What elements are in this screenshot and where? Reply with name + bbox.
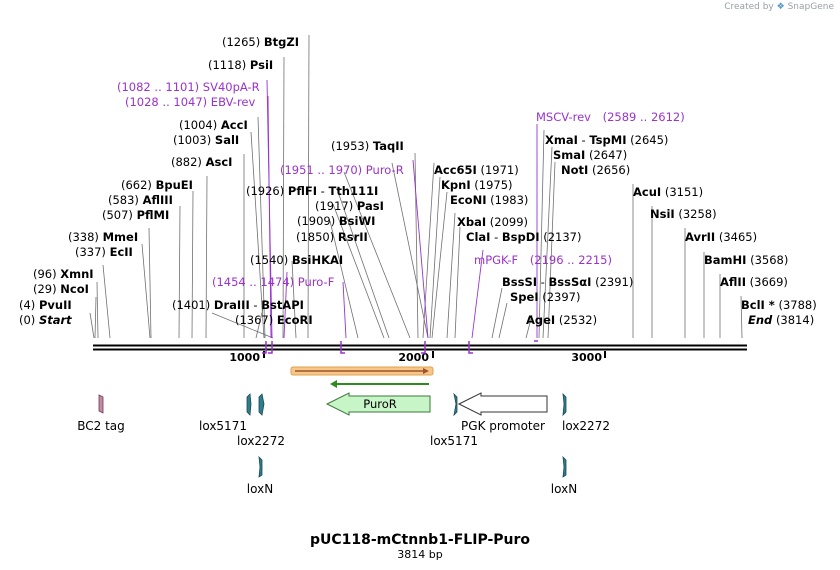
- dna-backbone: [93, 344, 747, 351]
- enzyme-nsii[interactable]: NsiI (3258): [650, 207, 717, 221]
- enzyme-sali[interactable]: (1003) SalI: [173, 133, 239, 147]
- enzyme-bpuei[interactable]: (662) BpuEI: [121, 178, 193, 192]
- puror-label: PuroR: [363, 397, 397, 411]
- enzyme-bcli[interactable]: BclI * (3788): [741, 298, 817, 312]
- feature-labels: BC2 tag lox5171 lox2272 lox5171 PGK prom…: [77, 419, 610, 496]
- enzyme-mmei[interactable]: (338) MmeI: [68, 230, 138, 244]
- bc2-tag-label: BC2 tag: [77, 419, 125, 433]
- enzyme-noti[interactable]: NotI (2656): [561, 163, 630, 177]
- primer-ebv-rev[interactable]: (1028 .. 1047) EBV-rev: [125, 95, 255, 109]
- enzyme-afliii[interactable]: (583) AflIII: [108, 193, 173, 207]
- enzyme-psii[interactable]: (1118) PsiI: [208, 58, 273, 72]
- enzyme-acui[interactable]: AcuI (3151): [633, 185, 703, 199]
- lox2272-right-label: lox2272: [562, 419, 610, 433]
- enzyme-econi[interactable]: EcoNI (1983): [450, 193, 528, 207]
- created-by-label: Created by: [724, 2, 774, 12]
- lox2272-feature-right[interactable]: [562, 392, 567, 417]
- primer-mscv-rev[interactable]: MSCV-rev (2589 .. 2612): [536, 110, 685, 124]
- enzyme-end[interactable]: End (3814): [748, 313, 814, 327]
- enzyme-pflmi[interactable]: (507) PflMI: [102, 208, 169, 222]
- enzyme-ecii[interactable]: (337) EcII: [75, 245, 133, 259]
- primer-puro-f[interactable]: (1454 .. 1474) Puro-F: [212, 275, 334, 289]
- enzyme-ecori[interactable]: (1367) EcoRI: [235, 313, 313, 327]
- ruler-label-1000: 1000: [229, 351, 260, 364]
- loxn-feature-left[interactable]: [258, 455, 263, 478]
- ruler: 1000 2000 3000: [229, 351, 606, 364]
- enzyme-asci[interactable]: (882) AscI: [171, 155, 232, 169]
- loxn-right-label: loxN: [551, 482, 577, 496]
- enzyme-start[interactable]: (0) Start: [19, 313, 72, 327]
- lox5171-feature-right[interactable]: [453, 392, 458, 417]
- primer-leader-lines: [266, 79, 538, 339]
- primer-mpgk-f[interactable]: mPGK-F (2196 .. 2215): [474, 253, 612, 267]
- enzyme-pflfi-tth111i[interactable]: (1926) PflFI - Tth111I: [246, 184, 378, 198]
- bc2-tag-feature[interactable]: [98, 394, 104, 414]
- loxn-feature-right[interactable]: [562, 455, 567, 478]
- enzyme-acci[interactable]: (1004) AccI: [179, 118, 248, 132]
- pgk-promoter-label: PGK promoter: [461, 419, 545, 433]
- enzyme-rsrii[interactable]: (1850) RsrII: [296, 230, 368, 244]
- enzyme-spei[interactable]: SpeI (2397): [510, 290, 581, 304]
- features: PuroR: [98, 392, 567, 478]
- enzyme-xbai[interactable]: XbaI (2099): [457, 215, 528, 229]
- enzyme-leader-lines: [89, 34, 743, 339]
- enzyme-smai[interactable]: SmaI (2647): [553, 148, 627, 162]
- primer-markers: [262, 340, 538, 354]
- lox5171-right-label: lox5171: [430, 434, 478, 448]
- plasmid-length: 3814 bp: [397, 548, 442, 561]
- loxn-left-label: loxN: [247, 482, 273, 496]
- pgk-promoter-feature[interactable]: [457, 392, 548, 416]
- enzyme-bsiwi[interactable]: (1909) BsiWI: [297, 214, 375, 228]
- enzyme-acc65i[interactable]: Acc65I (1971): [434, 163, 519, 177]
- puror-feature[interactable]: [325, 392, 431, 416]
- ruler-label-3000: 3000: [571, 351, 602, 364]
- snapgene-branding: Created by ❖ SnapGene: [724, 2, 834, 12]
- lox2272-feature-left[interactable]: [258, 393, 265, 416]
- enzyme-bsihkai[interactable]: (1540) BsiHKAI: [250, 253, 343, 267]
- enzyme-agei[interactable]: AgeI (2532): [526, 313, 597, 327]
- enzyme-pasi[interactable]: (1917) PasI: [315, 199, 384, 213]
- ruler-label-2000: 2000: [398, 351, 429, 364]
- enzyme-avrii[interactable]: AvrII (3465): [685, 230, 757, 244]
- enzyme-kpni[interactable]: KpnI (1975): [441, 178, 513, 192]
- enzyme-bsssi-bsssai[interactable]: BssSI - BssSαI (2391): [502, 275, 633, 289]
- enzyme-xmni[interactable]: (96) XmnI: [33, 267, 94, 281]
- snapgene-app-name: SnapGene: [787, 2, 834, 12]
- enzyme-taqii[interactable]: (1953) TaqII: [331, 139, 404, 153]
- enzyme-ncoi[interactable]: (29) NcoI: [33, 282, 89, 296]
- enzyme-clai-bspdi[interactable]: ClaI - BspDI (2137): [466, 230, 581, 244]
- enzyme-xmai-tspmi[interactable]: XmaI - TspMI (2645): [545, 133, 668, 147]
- enzyme-pvuii[interactable]: (4) PvuII: [19, 298, 72, 312]
- enzyme-aflii[interactable]: AflII (3669): [720, 275, 788, 289]
- enzyme-bamhi[interactable]: BamHI (3568): [704, 253, 788, 267]
- enzyme-draiii-bstapi[interactable]: (1401) DraIII - BstAPI: [172, 298, 304, 312]
- enzyme-labels: (0) Start (4) PvuII (29) NcoI (96) XmnI …: [19, 35, 817, 327]
- primer-sv40pa-r[interactable]: (1082 .. 1101) SV40pA-R: [117, 80, 260, 94]
- enzyme-btgzi[interactable]: (1265) BtgZI: [222, 35, 299, 49]
- plasmid-title: pUC118-mCtnnb1-FLIP-Puro: [310, 532, 530, 548]
- primer-puro-r[interactable]: (1951 .. 1970) Puro-R: [280, 163, 404, 177]
- lox5171-feature-left[interactable]: [246, 393, 252, 416]
- primer-labels: (1082 .. 1101) SV40pA-R (1028 .. 1047) E…: [117, 80, 685, 289]
- snapgene-logo-icon: ❖: [776, 2, 785, 12]
- lox5171-left-label: lox5171: [199, 419, 247, 433]
- lox2272-left-label: lox2272: [237, 434, 285, 448]
- orf-indicators: [290, 366, 434, 388]
